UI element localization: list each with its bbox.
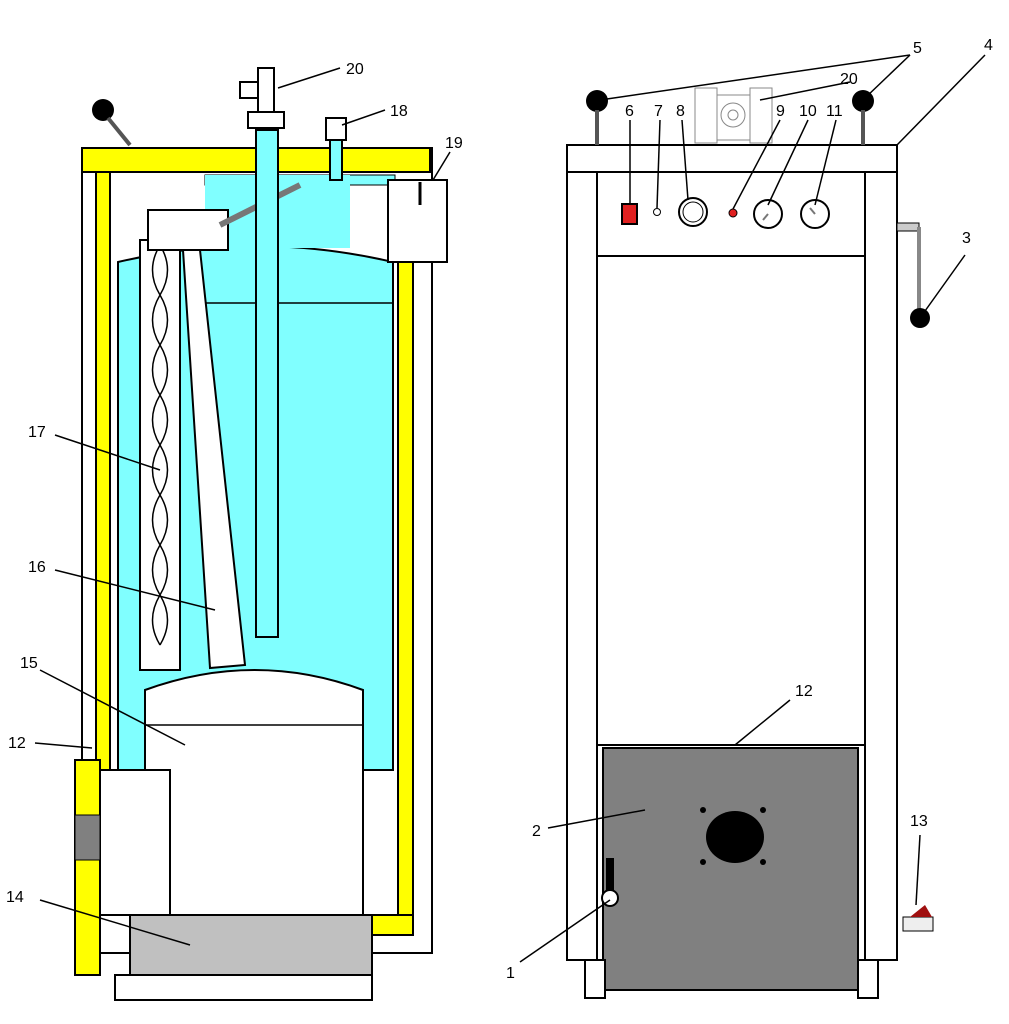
front-view [566, 87, 934, 999]
label-8: 8 [676, 103, 685, 120]
label-11: 11 [826, 103, 843, 120]
loading-chamber [99, 769, 171, 916]
leader-lines [34, 54, 986, 963]
right-insulation [397, 261, 414, 936]
box-19 [387, 179, 448, 263]
label-6: 6 [625, 103, 634, 120]
side-door [74, 759, 101, 976]
flue-box [147, 209, 229, 251]
label-18: 18 [390, 103, 408, 120]
knob-left-icon [586, 90, 608, 112]
label-2: 2 [532, 823, 541, 840]
label-19: 19 [445, 135, 463, 152]
pipe-18 [329, 139, 343, 181]
label-12-front: 12 [795, 683, 813, 700]
label-13: 13 [910, 813, 928, 830]
label-17: 17 [28, 424, 46, 441]
label-20: 20 [346, 61, 364, 78]
label-20-front: 20 [840, 71, 858, 88]
label-12-left: 12 [8, 735, 26, 752]
combustion-chamber [144, 669, 364, 916]
label-9: 9 [776, 103, 785, 120]
label-14: 14 [6, 889, 24, 906]
drain-tap [902, 916, 934, 932]
valve-20 [694, 87, 773, 144]
turbulator-spiral [151, 244, 169, 646]
top-cap [566, 144, 898, 173]
handle-knob-icon [92, 99, 114, 121]
front-door [602, 747, 859, 991]
turbulator-channel [139, 239, 181, 671]
label-5: 5 [913, 40, 922, 57]
label-16: 16 [28, 559, 46, 576]
label-3: 3 [962, 230, 971, 247]
label-10: 10 [799, 103, 817, 120]
red-indicator [728, 208, 738, 218]
cross-section-view [74, 67, 448, 1001]
pipe-20 [255, 129, 279, 638]
power-switch [621, 203, 638, 225]
ash-box [129, 914, 373, 976]
label-15: 15 [20, 655, 38, 672]
label-1: 1 [506, 965, 515, 982]
label-4: 4 [984, 37, 993, 54]
left-insulation [95, 171, 111, 773]
label-7: 7 [654, 103, 663, 120]
callout-labels: 20 18 19 17 16 15 12 14 5 4 20 3 6 7 8 9… [6, 37, 993, 982]
door-port [706, 811, 764, 863]
indicator-lamp [653, 208, 661, 216]
bottom-insulation [371, 914, 414, 936]
base [114, 974, 373, 1001]
